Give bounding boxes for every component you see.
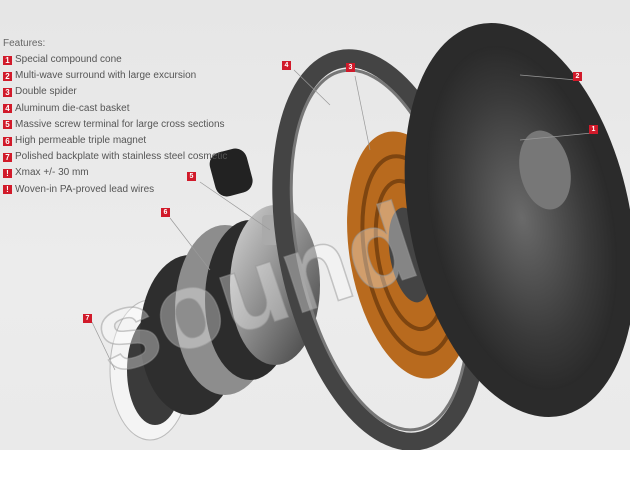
feature-label: Massive screw terminal for large cross s… xyxy=(15,118,225,130)
feature-badge: 7 xyxy=(3,152,12,162)
callout-3: 3 xyxy=(346,63,355,72)
magnet-stack xyxy=(140,205,320,415)
callout-7: 7 xyxy=(83,314,92,323)
feature-label: Double spider xyxy=(15,86,77,98)
feature-badge: 6 xyxy=(3,136,12,146)
feature-label: Woven-in PA-proved lead wires xyxy=(15,183,155,195)
feature-badge: 1 xyxy=(3,55,12,65)
feature-label: Xmax +/- 30 mm xyxy=(15,167,89,179)
callout-4: 4 xyxy=(282,61,291,70)
exploded-speaker-illustration: sound xyxy=(78,23,630,450)
feature-item: !Woven-in PA-proved lead wires xyxy=(3,182,227,198)
feature-label: Aluminum die-cast basket xyxy=(15,102,130,114)
feature-label: Polished backplate with stainless steel … xyxy=(15,151,228,163)
features-title: Features: xyxy=(3,38,46,49)
feature-label: Special compound cone xyxy=(15,54,122,65)
feature-badge: 3 xyxy=(3,87,12,97)
callout-1: 1 xyxy=(589,125,598,134)
callout-5: 5 xyxy=(187,172,196,181)
feature-badge: 4 xyxy=(3,104,12,114)
feature-badge: ! xyxy=(3,168,12,178)
callout-lines xyxy=(91,69,593,371)
callout-6: 6 xyxy=(161,208,170,217)
callout-2: 2 xyxy=(573,72,582,81)
cone-and-surround xyxy=(404,23,630,417)
feature-label: High permeable triple magnet xyxy=(15,134,147,146)
feature-label: Multi-wave surround with large excursion xyxy=(15,70,197,82)
feature-badge: 5 xyxy=(3,120,12,130)
feature-badge: ! xyxy=(3,185,12,195)
feature-badge: 2 xyxy=(3,71,12,81)
feature-item: !Xmax +/- 30 mm xyxy=(3,165,227,181)
